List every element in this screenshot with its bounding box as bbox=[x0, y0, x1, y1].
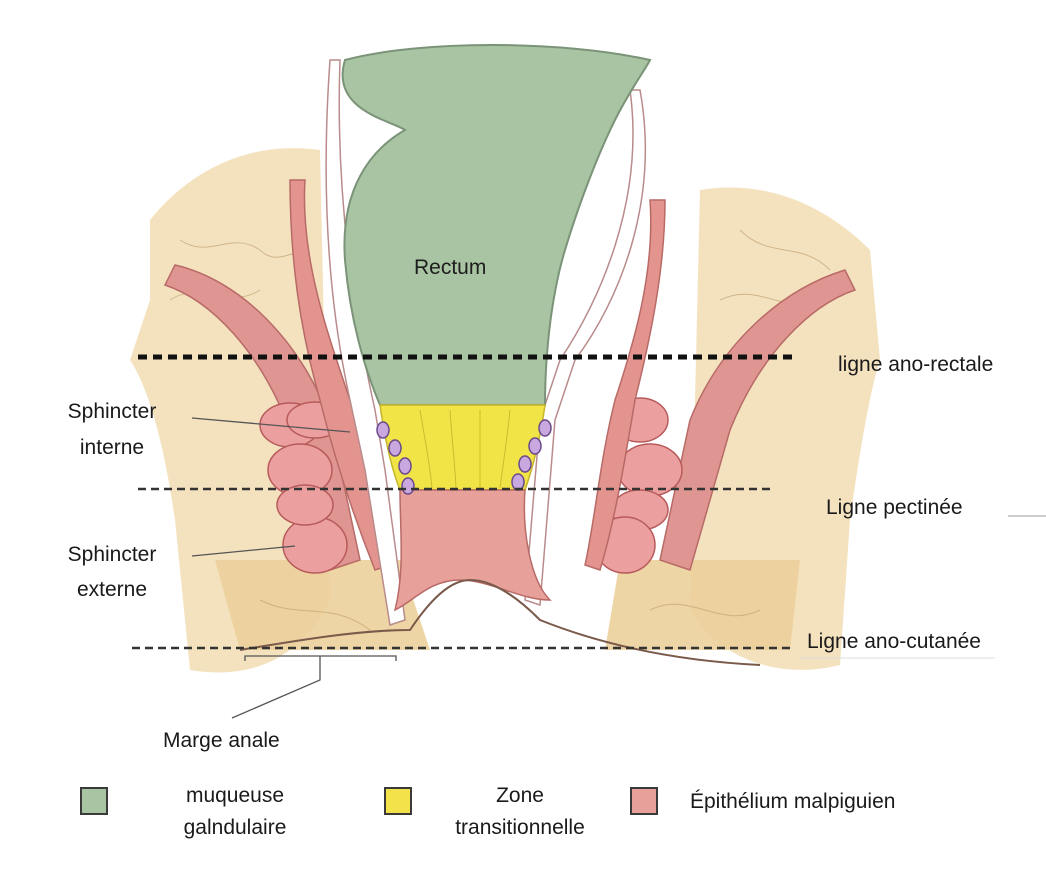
legend-label-squamous: Épithélium malpiguien bbox=[690, 788, 895, 816]
anal-margin-label: Marge anale bbox=[163, 727, 280, 755]
internal-sphincter-label-line1: Sphincter bbox=[52, 398, 172, 426]
external-sphincter-label-line2: externe bbox=[52, 576, 172, 604]
pectinate-line-label: Ligne pectinée bbox=[826, 494, 963, 522]
external-sphincter-label-line1: Sphincter bbox=[52, 541, 172, 569]
squamous-canal bbox=[395, 490, 550, 610]
legend-swatch-mucosa bbox=[80, 787, 108, 815]
anorectal-line-label: ligne ano-rectale bbox=[838, 351, 993, 379]
anocutaneous-line-label: Ligne ano-cutanée bbox=[807, 628, 981, 656]
internal-sphincter-label-line2: interne bbox=[52, 434, 172, 462]
rectum-label: Rectum bbox=[414, 256, 486, 280]
legend-label-transition-line2: transitionnelle bbox=[440, 814, 600, 842]
legend-label-mucosa-line1: muqueuse bbox=[160, 782, 310, 810]
fat-lower-right bbox=[605, 560, 800, 650]
legend-label-transition-line1: Zone bbox=[440, 782, 600, 810]
legend-label-mucosa-line2: galndulaire bbox=[160, 814, 310, 842]
legend-swatch-transition bbox=[384, 787, 412, 815]
legend-swatch-squamous bbox=[630, 787, 658, 815]
rectum-mucosa bbox=[343, 45, 650, 405]
